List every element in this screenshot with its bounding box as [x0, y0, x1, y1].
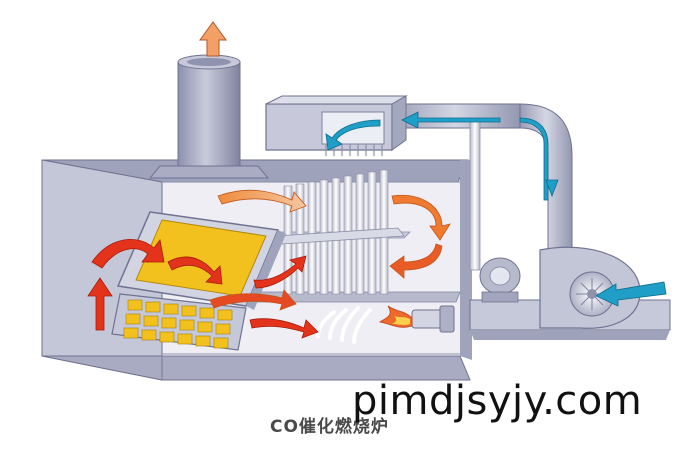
warm-gas-flow-arrows — [209, 189, 451, 311]
blower-unit — [469, 246, 671, 340]
hot-gas-flow-arrows — [87, 239, 319, 339]
cool-air-flow-arrows — [325, 111, 559, 201]
heat-exchanger-tubes — [275, 169, 405, 295]
connecting-pipe — [469, 119, 481, 271]
blower-inlet-arrow-icon — [595, 281, 667, 307]
burner — [411, 305, 455, 333]
honeycomb-preheat-block — [111, 293, 247, 351]
watermark-text: pimdjsyjy.com — [352, 378, 643, 424]
exhaust-up-arrow-icon — [199, 21, 227, 57]
diagram-caption: CO催化燃烧炉 — [270, 417, 389, 437]
exhaust-chimney — [148, 54, 270, 179]
burner-flame-icon — [378, 305, 413, 328]
bottom-pipes — [316, 306, 372, 344]
